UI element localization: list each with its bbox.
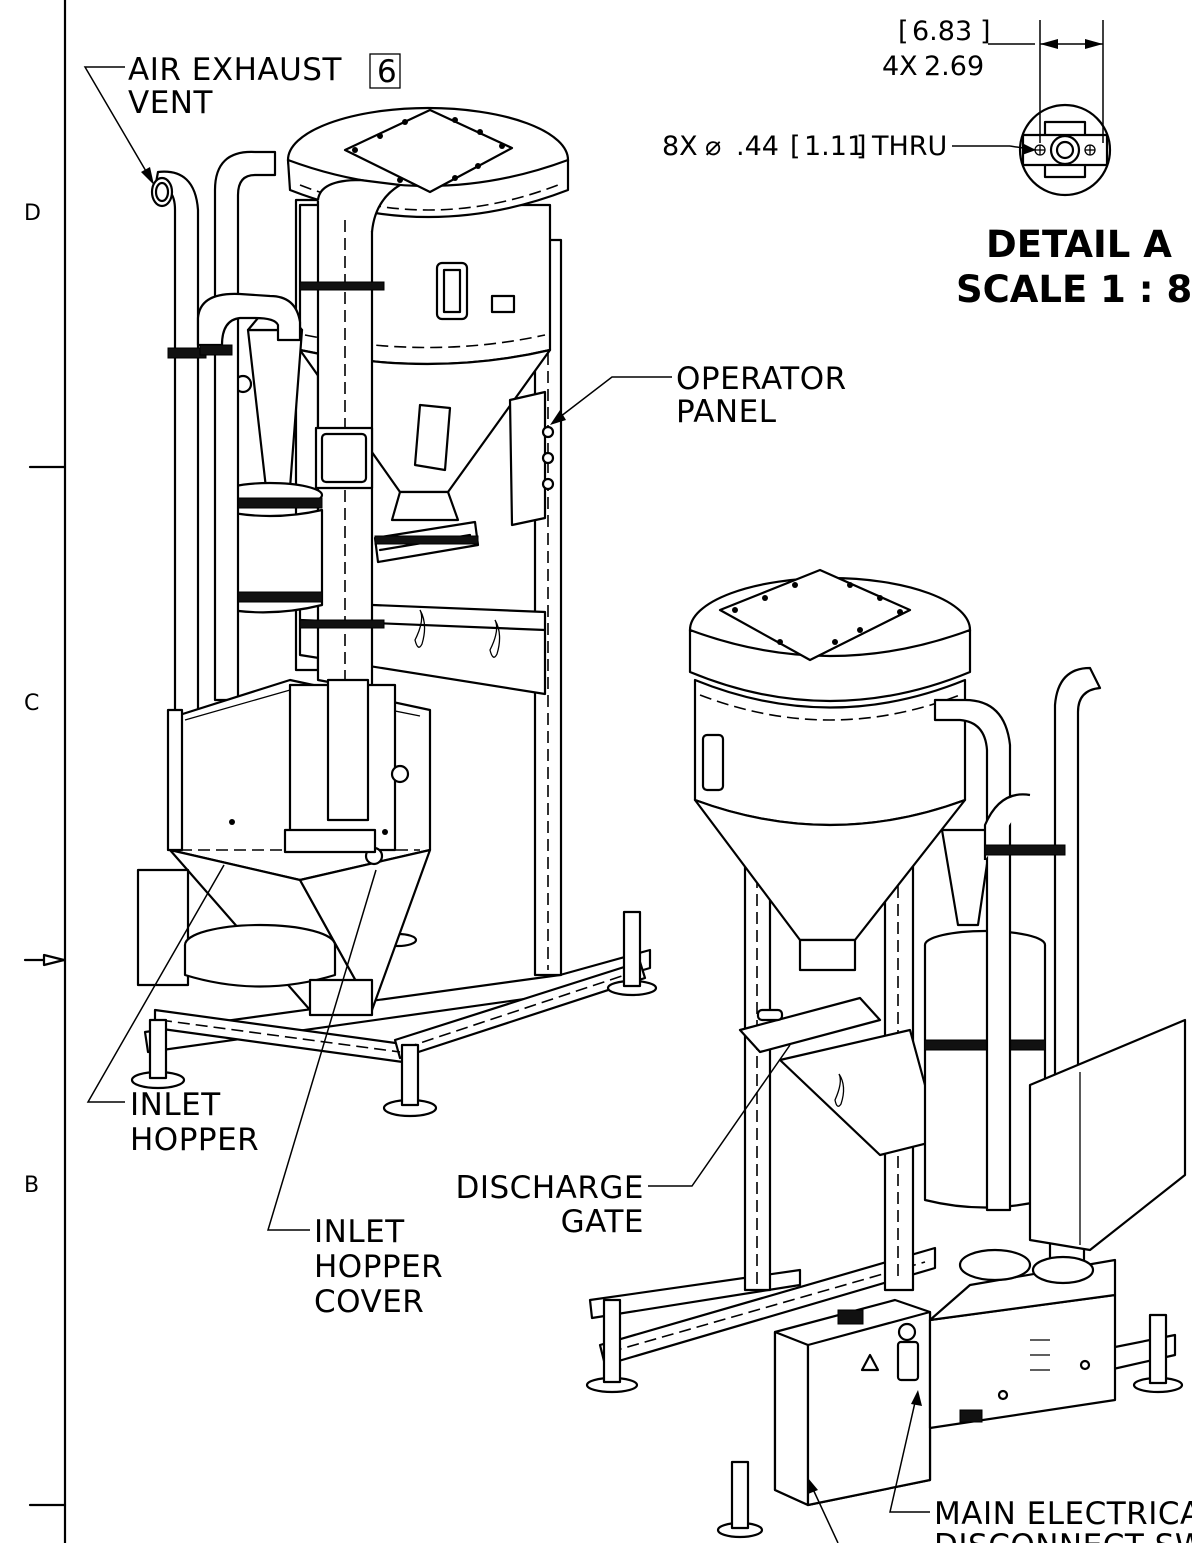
discharge-gate-left — [373, 520, 480, 564]
cyclone-right — [923, 828, 1047, 1209]
base-frame-left — [130, 910, 658, 1118]
blower-left — [136, 868, 374, 1017]
hole-bracket-open: [ — [790, 131, 801, 162]
inlet-hopper-right — [1028, 1018, 1187, 1252]
callout-inlet-hopper-line2: HOPPER — [130, 1122, 259, 1158]
diameter-symbol-icon: ⌀ — [705, 131, 721, 162]
zone-label-d: D — [24, 201, 41, 226]
hole-callout-thru: THRU — [871, 131, 947, 162]
hole-callout-inch: .44 — [736, 131, 779, 162]
discharge-gate-right — [738, 996, 942, 1157]
sheet-border — [23, 0, 67, 1543]
machine-view-right — [585, 568, 1187, 1539]
item-tag-box — [369, 53, 401, 89]
detail-dim-bracket-open: [ — [898, 16, 909, 47]
operator-panel-box-left — [508, 390, 555, 527]
detail-dim-inch: 2.69 — [924, 51, 984, 82]
exhaust-piping-left — [150, 150, 302, 722]
detail-dim-mm: 6.83 — [912, 16, 972, 47]
zone-label-b: B — [24, 1173, 39, 1198]
callout-air-exhaust-line1: AIR EXHAUST — [128, 52, 342, 88]
electrical-enclosure — [773, 1298, 932, 1507]
callout-operator-line2: PANEL — [676, 394, 777, 430]
hole-callout-mm: 1.11 — [804, 131, 864, 162]
detail-title: DETAIL A — [986, 223, 1172, 266]
callout-air-exhaust-line2: VENT — [128, 85, 213, 121]
callout-main-electrical-line2: DISCONNECT SWITCH — [934, 1528, 1192, 1543]
hole-bracket-close: ] — [856, 131, 867, 162]
callout-operator-line1: OPERATOR — [676, 361, 847, 397]
callout-discharge-line1: DISCHARGE — [455, 1170, 644, 1206]
callout-air-exhaust-tag: 6 — [377, 54, 397, 90]
callout-discharge-line2: GATE — [561, 1204, 644, 1240]
conveying-duct-left — [299, 178, 402, 692]
detail-a-view — [952, 20, 1112, 197]
callout-leaders — [83, 66, 930, 1543]
zone-label-c: C — [24, 691, 39, 716]
detail-dim-bracket-close: ] — [980, 16, 991, 47]
callout-inlet-hopper-line1: INLET — [130, 1087, 221, 1123]
callout-inlet-cover-line1: INLET — [314, 1214, 405, 1250]
vessel-right — [688, 568, 972, 972]
detail-scale: SCALE 1 : 8 — [956, 268, 1192, 311]
detail-dim-qty: 4X — [882, 51, 918, 82]
callout-inlet-cover-line3: COVER — [314, 1284, 424, 1320]
machine-view-left — [130, 106, 658, 1118]
blower-box-right — [928, 1248, 1117, 1430]
callout-inlet-cover-line2: HOPPER — [314, 1249, 443, 1285]
callout-main-electrical-line1: MAIN ELECTRICAL — [934, 1496, 1192, 1532]
hole-callout-qty: 8X — [662, 131, 698, 162]
